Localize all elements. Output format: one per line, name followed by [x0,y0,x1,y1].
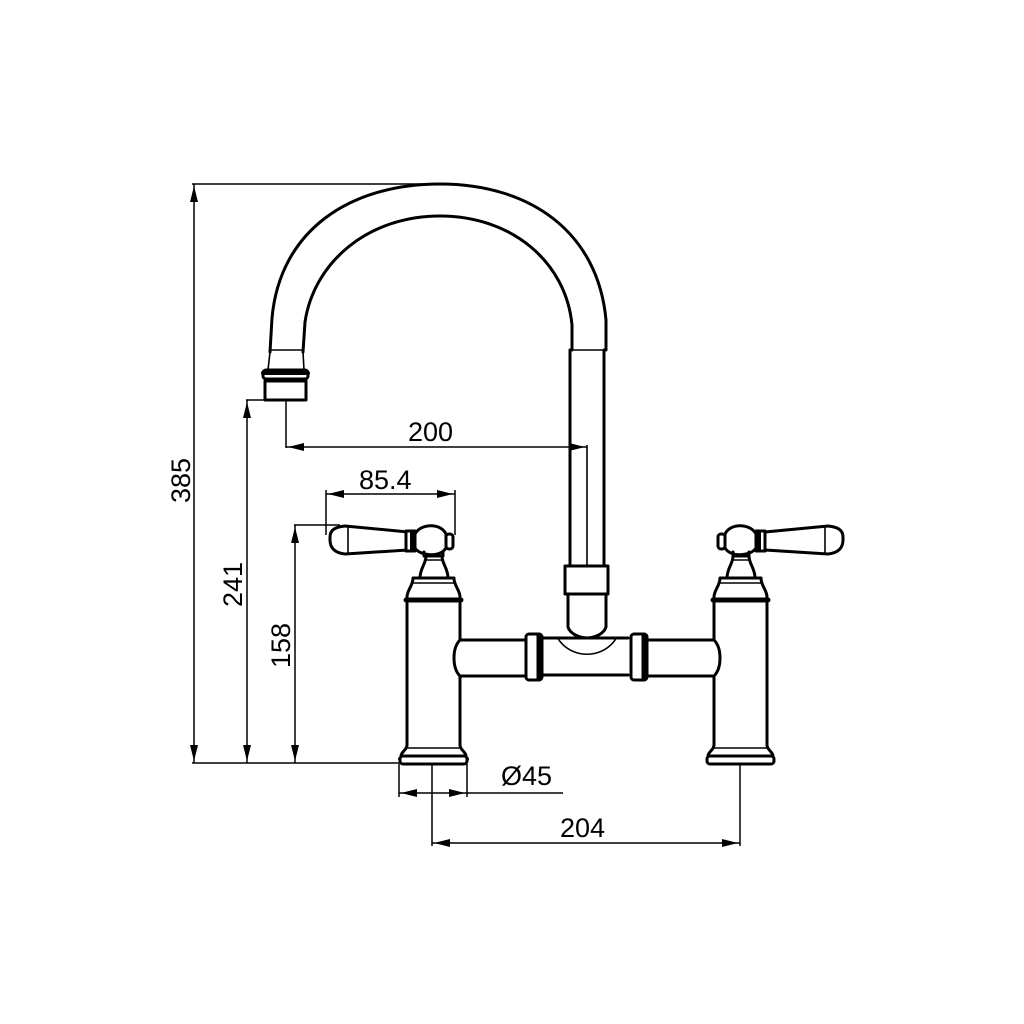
dimension-label-handle-length: 85.4 [359,465,412,495]
left-lever-handle [328,524,455,558]
dimension-label-spout-reach: 200 [408,417,454,447]
right-pillar-valve [705,554,776,766]
gooseneck-spout [268,182,608,568]
right-lever-handle [716,524,845,558]
dimension-label-handle-height: 158 [266,622,296,668]
bridge-bar [452,632,722,682]
dimension-label-total-height: 385 [166,457,196,503]
dimension-label-spout-outlet-height: 241 [218,561,248,607]
dimension-label-base-diameter: Ø45 [501,761,553,791]
left-pillar-valve [398,554,469,766]
dimension-label-centers: 204 [560,813,606,843]
spout-outlet-nozzle [261,351,310,402]
dimension-lines [190,183,741,847]
center-tee-fitting [556,564,618,656]
